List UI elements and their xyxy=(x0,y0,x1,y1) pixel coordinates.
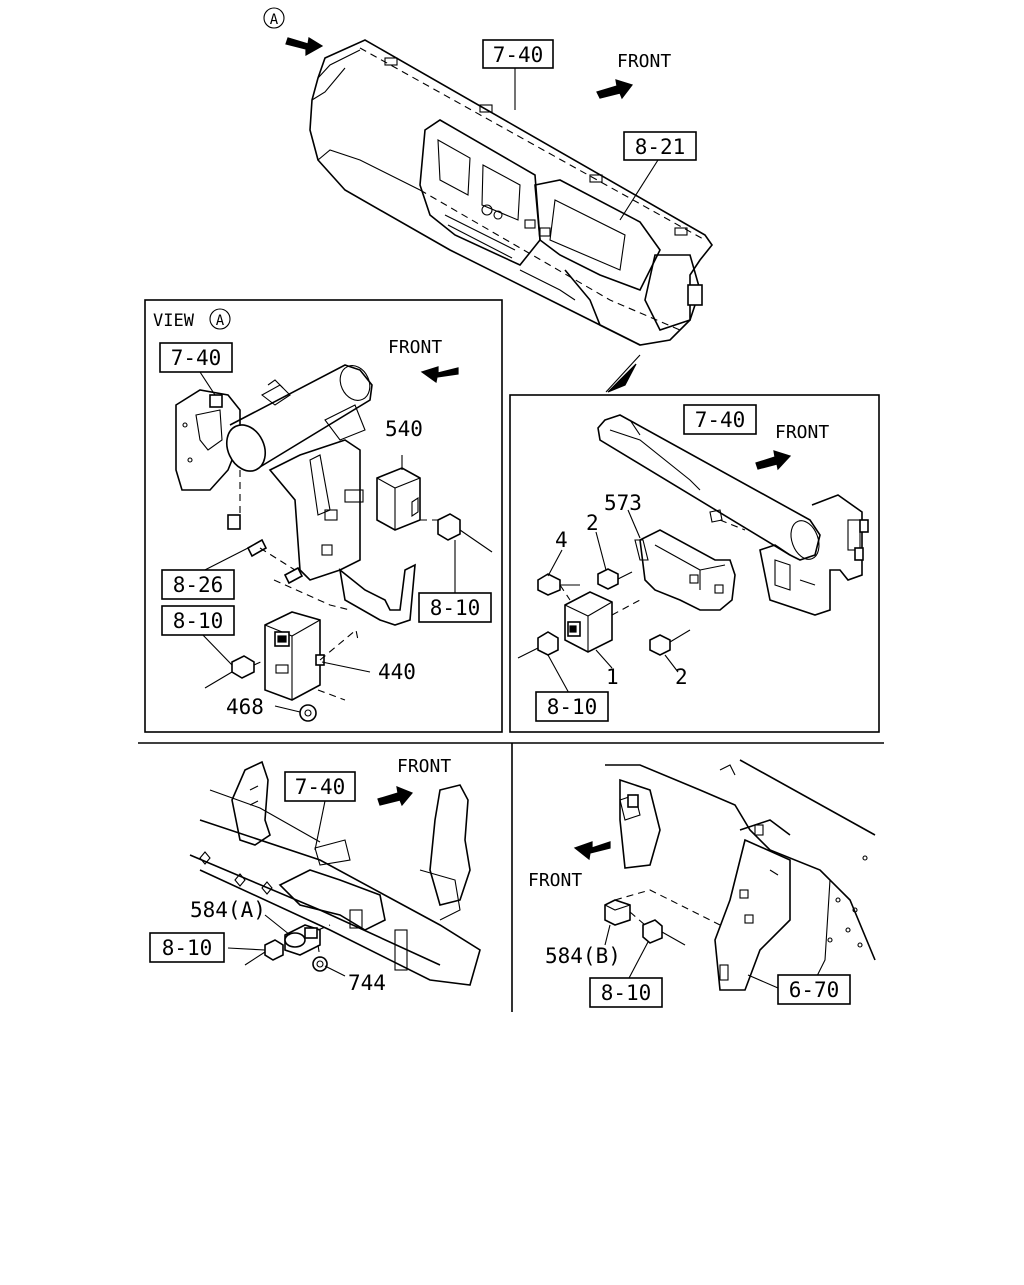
right-part-573: 573 xyxy=(604,491,642,515)
right-part-2-bottom: 2 xyxy=(675,665,688,689)
bl-part-584a: 584(A) xyxy=(190,898,266,922)
bl-ref-810-label: 8-10 xyxy=(162,936,213,960)
bottom-right-drawing xyxy=(573,759,876,991)
view-a-part-468: 468 xyxy=(226,695,264,719)
view-marker-circle xyxy=(263,7,285,29)
bottom-left-drawing xyxy=(189,760,481,986)
dashboard-assembly xyxy=(285,37,713,393)
right-part-4: 4 xyxy=(555,528,568,552)
view-a-ref-810-right-box xyxy=(418,592,492,623)
view-a-front-label: FRONT xyxy=(388,337,442,358)
right-detail-drawing xyxy=(517,414,869,696)
bl-part-744: 744 xyxy=(348,971,386,995)
cluster-ref-label: 8-21 xyxy=(635,135,686,159)
view-a-part-540: 540 xyxy=(385,417,423,441)
bl-ref-main-box xyxy=(284,771,356,802)
br-ref-670-label: 6-70 xyxy=(789,978,840,1002)
view-marker-label: A xyxy=(270,12,279,28)
view-a-title-circle-label: A xyxy=(216,313,225,329)
cluster-ref-box xyxy=(623,131,697,161)
right-ref-main-box xyxy=(683,404,757,435)
view-a-ref-826-label: 8-26 xyxy=(173,573,224,597)
view-a-title: VIEW xyxy=(153,311,195,331)
bl-front-label: FRONT xyxy=(397,756,451,777)
view-a-ref-main-label: 7-40 xyxy=(171,346,222,370)
view-a-drawing xyxy=(175,364,493,722)
dashboard-ref-box xyxy=(482,39,554,69)
view-a-ref-810-left-label: 8-10 xyxy=(173,609,224,633)
view-a-ref-810-right-label: 8-10 xyxy=(430,596,481,620)
dashboard-front-label: FRONT xyxy=(617,51,671,72)
right-part-1: 1 xyxy=(606,665,619,689)
right-detail-panel xyxy=(509,394,880,733)
br-ref-670-box xyxy=(777,974,851,1005)
right-part-2-top: 2 xyxy=(586,511,599,535)
view-a-ref-810-left-box xyxy=(161,605,235,636)
br-ref-810-label: 8-10 xyxy=(601,981,652,1005)
br-front-label: FRONT xyxy=(528,870,582,891)
bl-ref-810-box xyxy=(149,932,225,963)
view-a-panel xyxy=(144,299,503,733)
view-a-ref-826-box xyxy=(161,569,235,600)
br-part-584b: 584(B) xyxy=(545,944,621,968)
right-ref-main-label: 7-40 xyxy=(695,408,746,432)
right-front-label: FRONT xyxy=(775,422,829,443)
bl-ref-main-label: 7-40 xyxy=(295,775,346,799)
br-ref-810-box xyxy=(589,977,663,1008)
right-ref-810-box xyxy=(535,691,609,722)
view-a-ref-main-box xyxy=(159,342,233,373)
dashboard-ref-label: 7-40 xyxy=(493,43,544,67)
view-a-part-440: 440 xyxy=(378,660,416,684)
right-ref-810-label: 8-10 xyxy=(547,695,598,719)
view-a-title-circle xyxy=(209,308,231,330)
